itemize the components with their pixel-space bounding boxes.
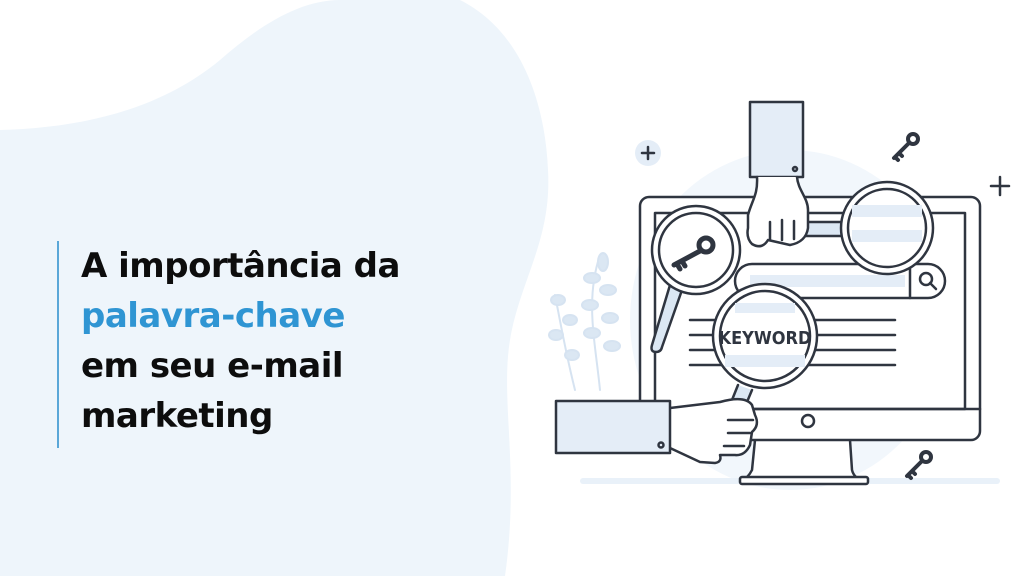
search-icon: [918, 271, 938, 291]
key-icon: [905, 450, 933, 480]
key-icon: [892, 132, 920, 162]
headline-keyword: palavra-chave: [81, 296, 345, 336]
plant-icon: [548, 252, 621, 391]
plus-icon: [635, 140, 661, 166]
headline-line-4: marketing: [81, 396, 273, 436]
magnifier-label: KEYWORD: [719, 328, 812, 349]
headline-line-1: A importância da: [81, 246, 400, 286]
hand-icon: [746, 100, 810, 248]
magnifying-glass-icon: [650, 204, 742, 354]
headline: A importância da palavra-chave em seu e-…: [57, 241, 400, 448]
hand-icon: [554, 397, 759, 465]
key-icon: [671, 235, 716, 272]
headline-line-3: em seu e-mail: [81, 346, 344, 386]
plus-icon: [989, 175, 1011, 197]
